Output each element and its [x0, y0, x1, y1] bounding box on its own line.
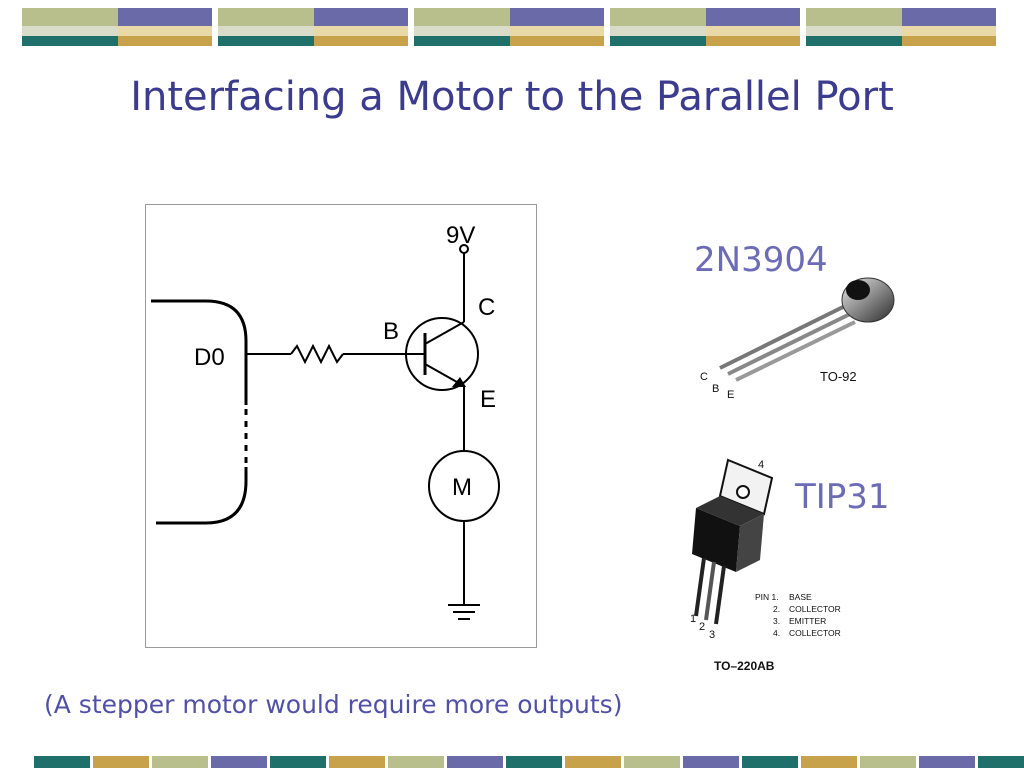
emitter-label: E	[480, 386, 496, 413]
bottom-decorative-banner	[34, 756, 1024, 768]
parallel-port-outline	[151, 299, 248, 525]
to220-lead-3	[714, 565, 726, 625]
bottom-banner-block	[329, 756, 385, 768]
supply-terminal	[459, 244, 469, 254]
pinout-name-4: COLLECTOR	[789, 628, 841, 638]
d0-pin-label: D0	[194, 344, 225, 371]
top-banner-block	[610, 8, 800, 46]
to220-lead-1	[694, 557, 706, 617]
to92-pin-c: C	[700, 371, 708, 383]
to92-pin-e: E	[727, 389, 734, 401]
to220-mount-hole	[736, 485, 750, 499]
to220-lead-2	[704, 561, 716, 621]
pinout-header: PIN 1.	[755, 592, 779, 602]
slide-title: Interfacing a Motor to the Parallel Port	[130, 74, 894, 120]
resistor	[290, 343, 344, 365]
bottom-banner-block	[919, 756, 975, 768]
to92-lead-c	[719, 304, 846, 370]
to220-pin-1: 1	[690, 613, 696, 625]
to92-package-image: C B E TO-92	[700, 277, 895, 401]
bottom-banner-block	[801, 756, 857, 768]
to92-lead-b	[727, 312, 851, 376]
bottom-banner-block	[624, 756, 680, 768]
transistor-tip31-label: TIP31	[795, 477, 890, 517]
to92-pin-b: B	[712, 383, 719, 395]
collector-label: C	[478, 294, 495, 321]
to220-package-name: TO–220AB	[714, 659, 775, 673]
to92-package-name: TO-92	[820, 369, 857, 384]
top-banner-block	[806, 8, 996, 46]
to220-body-side	[736, 514, 764, 572]
top-banner-block	[414, 8, 604, 46]
bottom-banner-block	[93, 756, 149, 768]
top-banner-block	[218, 8, 408, 46]
to220-pin-4: 4	[758, 459, 764, 471]
to220-body-top	[696, 496, 764, 526]
transistor-symbol	[405, 317, 479, 391]
bottom-banner-block	[978, 756, 1024, 768]
bottom-banner-block	[683, 756, 739, 768]
bottom-banner-block	[860, 756, 916, 768]
bottom-banner-block	[270, 756, 326, 768]
transistor-2n3904-label: 2N3904	[694, 240, 828, 280]
tip31-pinout: PIN 1. BASE 2. COLLECTOR 3. EMITTER 4. C…	[755, 592, 841, 638]
pinout-name-2: COLLECTOR	[789, 604, 841, 614]
pinout-num-3: 3.	[773, 616, 780, 626]
bottom-banner-block	[152, 756, 208, 768]
top-banner-block	[22, 8, 212, 46]
slide-caption: (A stepper motor would require more outp…	[44, 690, 623, 719]
bottom-banner-block	[506, 756, 562, 768]
bottom-banner-block	[447, 756, 503, 768]
to92-flat	[846, 280, 870, 300]
top-decorative-banner	[22, 8, 996, 46]
pinout-num-4: 4.	[773, 628, 780, 638]
bottom-banner-block	[34, 756, 90, 768]
bottom-banner-block	[211, 756, 267, 768]
to220-pin-3: 3	[709, 629, 715, 641]
emitter-arrow	[452, 377, 466, 387]
pinout-num-2: 2.	[773, 604, 780, 614]
circuit-schematic: D0 9V C B E M	[151, 222, 500, 620]
pinout-name-3: EMITTER	[789, 616, 826, 626]
base-label: B	[383, 318, 399, 345]
supply-label: 9V	[446, 222, 475, 249]
to220-pin-2: 2	[699, 621, 705, 633]
bottom-banner-block	[565, 756, 621, 768]
collector-lead	[424, 321, 465, 345]
circuit-diagram-frame: D0 9V C B E M	[145, 204, 537, 648]
motor-label: M	[452, 474, 472, 501]
to220-body-front	[692, 508, 740, 572]
pinout-name-1: BASE	[789, 592, 812, 602]
bottom-banner-block	[388, 756, 444, 768]
to220-package-image: 4 1 2 3 TO–220AB	[690, 458, 775, 673]
bottom-banner-block	[742, 756, 798, 768]
to92-lead-e	[735, 320, 856, 382]
